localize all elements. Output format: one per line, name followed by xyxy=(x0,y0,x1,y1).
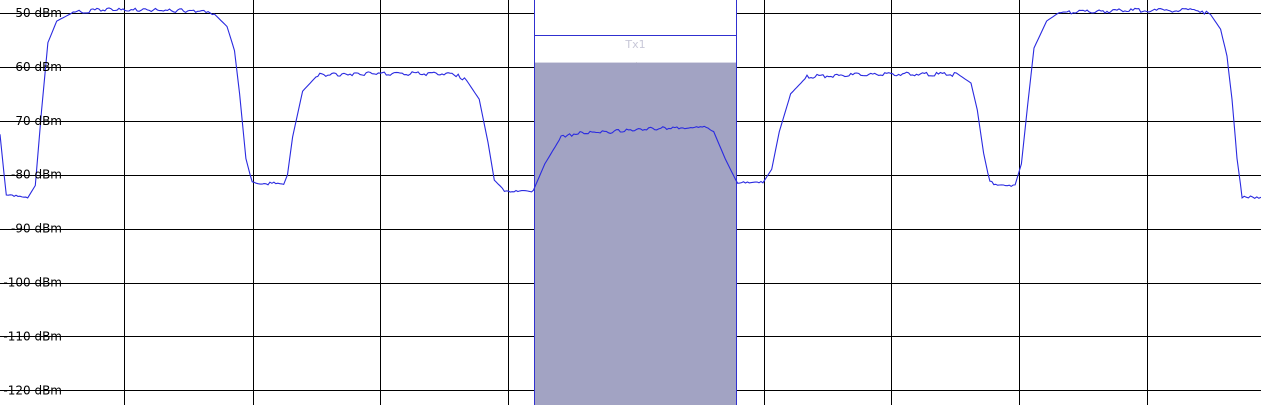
channel-label: Tx1 xyxy=(624,38,645,51)
y-tick-label: -100 dBm xyxy=(3,276,62,290)
channel-fill xyxy=(534,62,737,405)
y-tick-label: -60 dBm xyxy=(11,60,62,74)
y-tick-label: -80 dBm xyxy=(11,168,62,182)
y-tick-label: -110 dBm xyxy=(3,329,62,343)
spectrum-trace xyxy=(0,7,1261,199)
trace-layer xyxy=(0,7,1261,199)
y-axis-labels: -50 dBm -60 dBm -70 dBm -80 dBm -90 dBm -100 … xyxy=(3,6,62,397)
channel-band: Tx1 xyxy=(534,0,737,405)
y-tick-label: -90 dBm xyxy=(11,222,62,236)
y-tick-label: -70 dBm xyxy=(11,114,62,128)
channel-label-area xyxy=(534,0,737,63)
y-tick-label: -120 dBm xyxy=(3,383,62,397)
y-tick-label: -50 dBm xyxy=(11,6,62,20)
